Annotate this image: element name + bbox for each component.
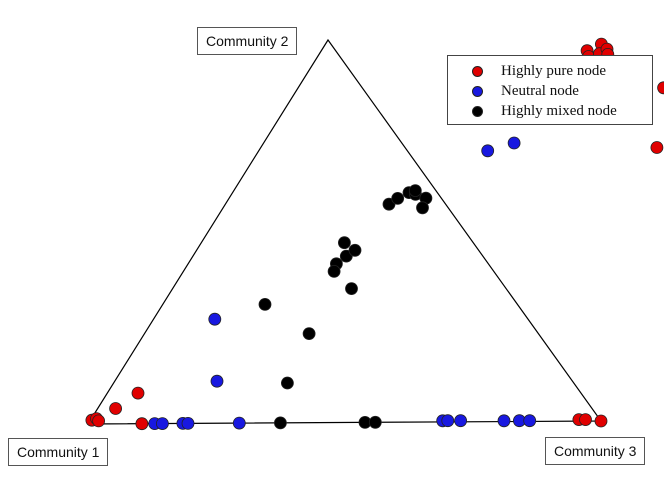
legend-item-mixed: Highly mixed node [448,101,617,121]
legend-marker-mixed [472,105,483,117]
legend-marker-neutral [472,85,483,97]
point-pure-18 [135,417,149,431]
point-mixed-10 [348,243,362,257]
point-neutral-4 [232,416,246,430]
point-mixed-4 [408,184,422,198]
point-pure-16 [579,413,592,427]
point-pure-3 [109,402,122,415]
point-neutral-8 [497,414,511,428]
point-mixed-16 [273,416,287,430]
point-neutral-11 [208,312,222,326]
point-neutral-12 [210,374,224,388]
point-mixed-15 [280,376,294,390]
point-pure-14 [650,141,664,154]
point-neutral-14 [507,136,521,150]
point-mixed-13 [258,297,272,311]
point-neutral-7 [454,414,468,428]
point-pure-2 [92,414,105,428]
legend-label-neutral: Neutral node [501,82,579,99]
point-pure-4 [131,386,145,400]
point-neutral-13 [481,144,495,158]
point-pure-17 [594,414,608,428]
point-mixed-1 [391,191,405,205]
point-neutral-10 [523,414,537,428]
ternary-triangle [86,38,603,425]
legend-label-mixed: Highly mixed node [501,102,617,119]
point-mixed-6 [416,201,429,215]
point-neutral-1 [155,417,169,431]
vertex-label-community-1: Community 1 [8,438,109,466]
legend: Highly pure node Neutral node Highly mix… [447,55,653,125]
vertex-label-community-2: Community 2 [197,27,298,55]
point-neutral-6 [441,414,455,428]
point-mixed-12 [345,282,358,296]
point-mixed-7 [337,236,351,250]
point-mixed-18 [368,415,382,429]
point-mixed-14 [302,327,316,341]
point-mixed-11 [327,264,341,278]
legend-item-neutral: Neutral node [448,81,579,101]
vertex-label-community-3: Community 3 [545,437,646,465]
legend-label-pure: Highly pure node [501,62,606,79]
legend-marker-pure [472,65,483,77]
legend-item-pure: Highly pure node [448,61,606,81]
point-neutral-3 [181,416,195,430]
point-pure-13 [657,81,664,95]
